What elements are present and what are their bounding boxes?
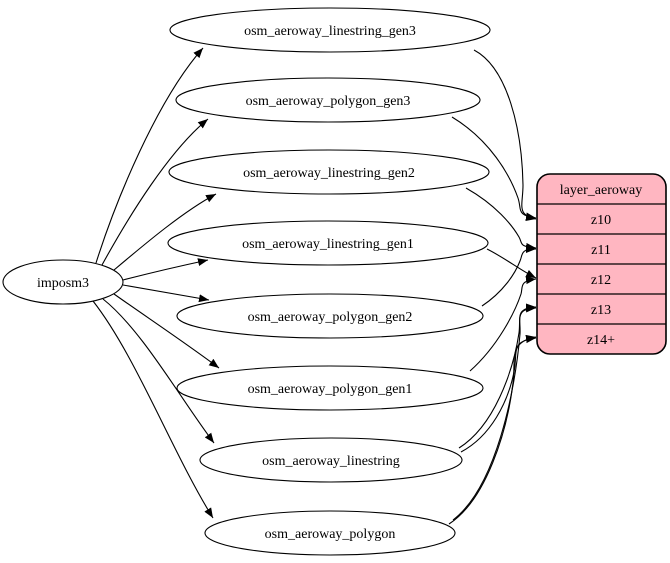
imposm3-shape [2,259,124,305]
layer-aeroway-title: layer_aeroway [560,183,642,198]
polygon-gen3-shape [175,77,481,123]
edge-imposm3-osm_aeroway_linestring_gen3 [95,47,204,264]
edge-osm_aeroway_linestring_gen1-z12 [486,248,537,279]
imposm3-label: imposm3 [37,276,89,291]
linestring-gen1-shape [167,220,489,266]
polygon-gen1-label: osm_aeroway_polygon_gen1 [248,382,413,397]
edge-imposm3-osm_aeroway_linestring_gen2 [113,193,217,271]
linestring-gen3-label: osm_aeroway_linestring_gen3 [244,24,416,39]
layer-row-z12: z12 [591,273,611,288]
layer-row-z13: z13 [591,303,611,318]
node-osm-aeroway-polygon-gen3: osm_aeroway_polygon_gen3 [175,77,481,123]
edge-imposm3-osm_aeroway_polygon_gen3 [101,118,209,266]
node-osm-aeroway-polygon: osm_aeroway_polygon [204,510,456,556]
edge-osm_aeroway_linestring_gen3-z10 [473,49,537,221]
node-osm-aeroway-linestring: osm_aeroway_linestring [199,437,463,483]
linestring-gen2-label: osm_aeroway_linestring_gen2 [243,166,415,181]
edge-imposm3-osm_aeroway_polygon [92,300,214,519]
node-imposm3: imposm3 [2,259,124,305]
linestring-gen1-label: osm_aeroway_linestring_gen1 [242,237,414,252]
layer-row-z14plus: z14+ [587,333,615,348]
layer-row-z10: z10 [591,213,611,228]
edge-imposm3-osm_aeroway_linestring_gen1 [122,258,209,281]
node-osm-aeroway-polygon-gen1: osm_aeroway_polygon_gen1 [176,365,484,411]
edges-from-source [92,47,220,519]
layer-row-z11: z11 [591,243,611,258]
polygon-shape [204,510,456,556]
polygon-gen2-shape [176,293,484,339]
polygon-gen1-shape [176,365,484,411]
edge-imposm3-osm_aeroway_linestring [102,298,215,444]
edge-imposm3-osm_aeroway_polygon_gen2 [122,284,210,303]
edge-osm_aeroway_polygon_gen2-z11 [481,245,537,307]
polygon-gen3-label: osm_aeroway_polygon_gen3 [246,94,411,109]
node-osm-aeroway-linestring-gen2: osm_aeroway_linestring_gen2 [168,149,490,195]
edges-to-layer [448,49,537,525]
node-osm-aeroway-polygon-gen2: osm_aeroway_polygon_gen2 [176,293,484,339]
edge-osm_aeroway_polygon-z14 [448,334,537,525]
edge-osm_aeroway_polygon_gen3-z10 [451,116,537,221]
edge-osm_aeroway_polygon_gen1-z12 [469,276,537,372]
edge-osm_aeroway_linestring-z13 [458,304,537,449]
edge-imposm3-osm_aeroway_polygon_gen1 [113,293,220,369]
linestring-gen3-shape [169,7,491,53]
linestring-label: osm_aeroway_linestring [262,454,400,469]
polygon-gen2-label: osm_aeroway_polygon_gen2 [248,310,413,325]
node-layer-aeroway: layer_aeroway z10 z11 z12 z13 z14+ [536,173,667,355]
node-osm-aeroway-linestring-gen1: osm_aeroway_linestring_gen1 [167,220,489,266]
node-osm-aeroway-linestring-gen3: osm_aeroway_linestring_gen3 [169,7,491,53]
edge-osm_aeroway_polygon-z13 [452,303,537,521]
linestring-gen2-shape [168,149,490,195]
polygon-label: osm_aeroway_polygon [265,527,396,542]
linestring-shape [199,437,463,483]
edge-osm_aeroway_linestring_gen2-z11 [465,187,537,251]
